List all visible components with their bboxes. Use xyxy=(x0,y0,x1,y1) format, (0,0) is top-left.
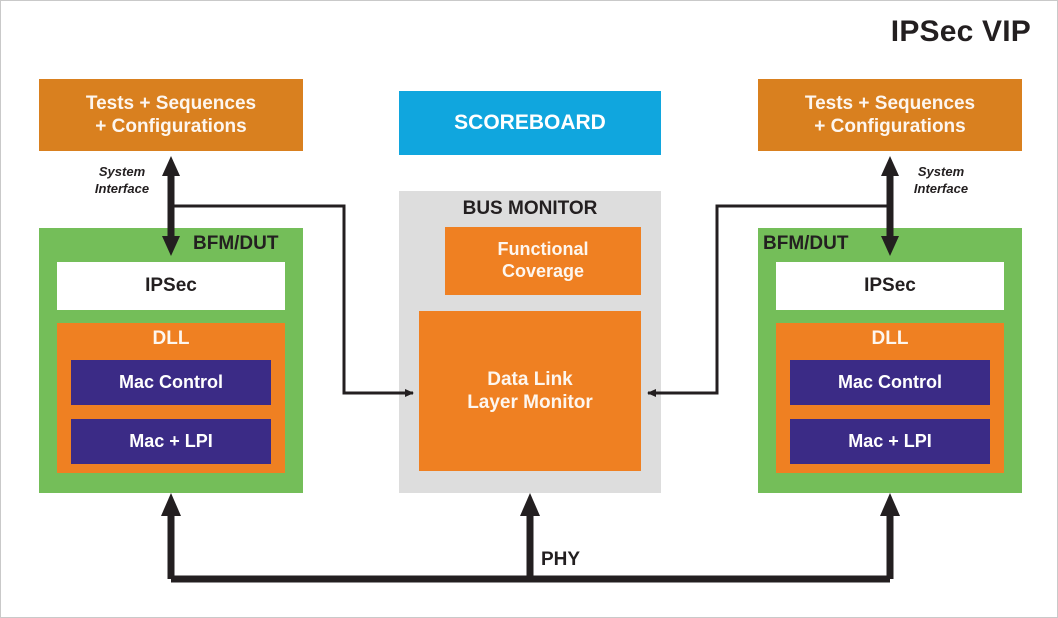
dll-left-label: DLL xyxy=(152,328,190,349)
ipsec-block-right: IPSec xyxy=(776,262,1004,310)
tests-sequences-configurations-right: Tests + Sequences + Configurations xyxy=(758,79,1022,151)
ipsec-block-left: IPSec xyxy=(57,262,285,310)
tests-left-line2: + Configurations xyxy=(95,116,247,137)
mac-control-left: Mac Control xyxy=(71,360,271,405)
tests-left-line1: Tests + Sequences xyxy=(85,92,257,114)
bfm-dut-left-label: BFM/DUT xyxy=(193,233,279,254)
system-interface-left-line2: Interface xyxy=(94,180,150,196)
tests-sequences-configurations-left: Tests + Sequences + Configurations xyxy=(39,79,303,151)
tests-right-line2: + Configurations xyxy=(814,116,966,137)
mac-lpi-left: Mac + LPI xyxy=(71,419,271,464)
data-link-monitor-line1: Data Link xyxy=(487,368,573,390)
system-interface-right-line1: System xyxy=(917,164,965,179)
dll-right-label: DLL xyxy=(871,328,909,349)
data-link-layer-monitor-block: Data Link Layer Monitor xyxy=(419,311,641,471)
system-interface-label-right: System Interface xyxy=(896,164,986,198)
system-interface-label-left: System Interface xyxy=(77,164,167,198)
tests-right-line1: Tests + Sequences xyxy=(804,92,976,114)
bus-monitor-label: BUS MONITOR xyxy=(462,198,598,219)
data-link-monitor-line2: Layer Monitor xyxy=(467,392,593,413)
bfm-dut-right-label: BFM/DUT xyxy=(763,233,849,254)
mac-control-right: Mac Control xyxy=(790,360,990,405)
system-interface-left-line1: System xyxy=(98,164,146,179)
phy-bus xyxy=(161,493,900,583)
functional-coverage-line1: Functional xyxy=(497,239,589,260)
mac-lpi-right: Mac + LPI xyxy=(790,419,990,464)
system-interface-right-line2: Interface xyxy=(913,180,969,196)
functional-coverage-block: Functional Coverage xyxy=(445,227,641,295)
phy-label: PHY xyxy=(541,549,581,570)
page-title: IPSec VIP xyxy=(890,15,1031,48)
scoreboard-block: SCOREBOARD xyxy=(399,91,661,155)
functional-coverage-line2: Coverage xyxy=(501,261,585,281)
